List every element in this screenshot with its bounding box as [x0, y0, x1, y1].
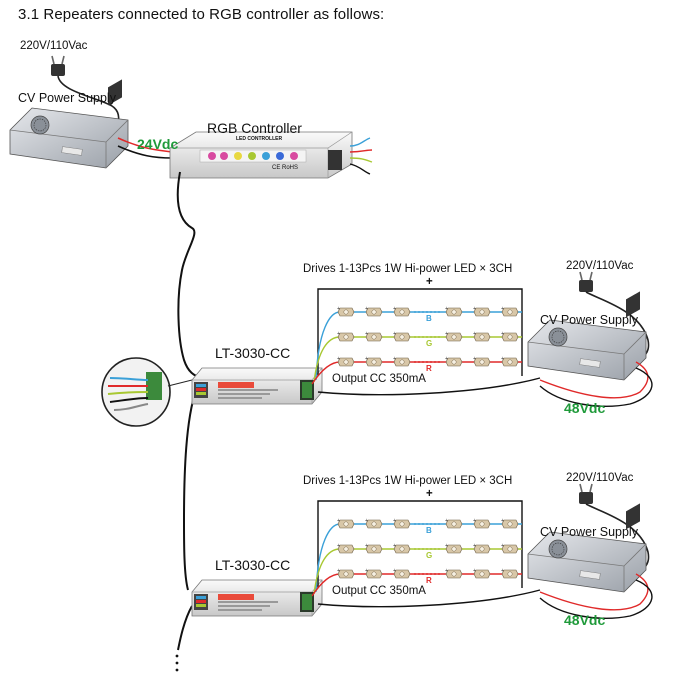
- repeater-1-mains-label: 220V/110Vac: [566, 260, 634, 272]
- repeater-2-plus: +: [426, 488, 433, 500]
- repeater-2-channel-r: R: [426, 576, 432, 585]
- repeater-1-plus: +: [426, 276, 433, 288]
- cv-power-supply-icon: [527, 290, 647, 381]
- mains-cable: [57, 75, 120, 126]
- page-heading: 3.1 Repeaters connected to RGB controlle…: [18, 6, 385, 23]
- repeater-2-box-icon: [191, 579, 323, 617]
- repeater-1-channel-g: G: [426, 339, 433, 348]
- controller-marks: CE RoHS: [272, 165, 299, 171]
- cv-power-supply-icon: [527, 502, 647, 593]
- psu-output-voltage: 24Vdc: [137, 136, 179, 152]
- repeater-1-channel-b: B: [426, 314, 432, 323]
- repeater-1-model: LT-3030-CC: [215, 345, 291, 361]
- repeater-2-psu-label: CV Power Supply: [540, 525, 638, 539]
- controller-face-text: LED CONTROLLER: [236, 136, 283, 142]
- repeater-1-psu-output: 48Vdc: [564, 400, 606, 416]
- repeater-1-section: [191, 271, 653, 407]
- repeater-2-psu-output: 48Vdc: [564, 612, 606, 628]
- repeater-2-drives-label: Drives 1-13Pcs 1W Hi-power LED × 3CH: [303, 475, 513, 487]
- repeater-2-output-label: Output CC 350mA: [332, 585, 426, 597]
- continuation-dots: [175, 654, 179, 672]
- repeater-1-psu-label: CV Power Supply: [540, 313, 638, 327]
- repeater-1-box-icon: [191, 367, 323, 405]
- repeater-2-channel-g: G: [426, 551, 433, 560]
- repeater-1-output-label: Output CC 350mA: [332, 373, 426, 385]
- wire-24v-neg: [117, 145, 173, 159]
- repeater-2-model: LT-3030-CC: [215, 557, 291, 573]
- mains-plug-icon: [578, 483, 594, 505]
- wire-24v-pos: [117, 137, 173, 153]
- repeater-2-mains-label: 220V/110Vac: [566, 472, 634, 484]
- mains-voltage-label: 220V/110Vac: [20, 40, 88, 52]
- controller-label: RGB Controller: [207, 120, 302, 136]
- repeater-2-channel-b: B: [426, 526, 432, 535]
- repeater-1-drives-label: Drives 1-13Pcs 1W Hi-power LED × 3CH: [303, 263, 513, 275]
- repeater-2-section: [191, 483, 653, 619]
- repeater-1-channel-r: R: [426, 364, 432, 373]
- mains-plug-icon: [50, 55, 66, 77]
- signal-trunk-cable-2: [182, 389, 197, 591]
- signal-trunk-cable: [176, 171, 203, 379]
- psu-label: CV Power Supply: [18, 91, 116, 105]
- connector-zoom-inset: [101, 357, 201, 427]
- mains-plug-icon: [578, 271, 594, 293]
